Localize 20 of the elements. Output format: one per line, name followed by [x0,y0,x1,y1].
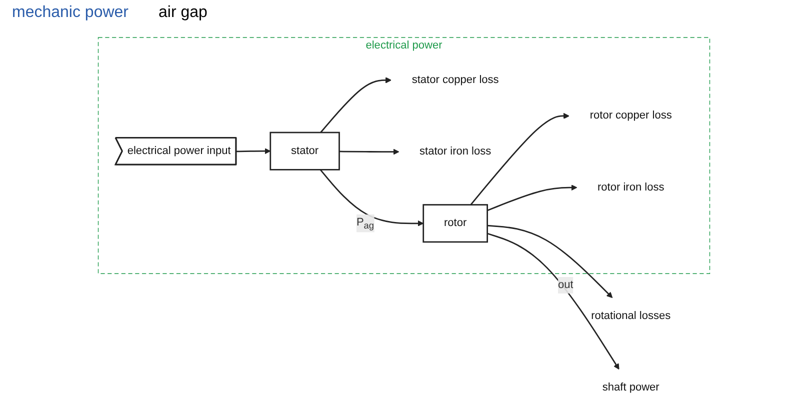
arrow [487,184,578,212]
node-text: shaft power [602,382,660,394]
node-text: rotational losses [591,310,671,322]
arrow [339,148,400,155]
node-text: stator copper loss [412,74,499,86]
edge-label: out [558,279,574,291]
arrow [236,148,271,154]
arrow [470,112,570,206]
node-text: rotor copper loss [590,110,672,122]
annotation-label: air gap [158,4,208,23]
arrow [320,169,424,226]
edge-label: P$_{ag}$ [356,216,374,230]
node-box: rotor [422,204,488,243]
arrow [320,77,392,133]
node-box: stator [270,132,340,170]
region-label: mechanic power [12,4,128,23]
node-text: stator iron loss [420,146,492,158]
arrow [487,232,620,370]
node-text: rotor iron loss [598,181,664,194]
arrow [487,224,613,298]
